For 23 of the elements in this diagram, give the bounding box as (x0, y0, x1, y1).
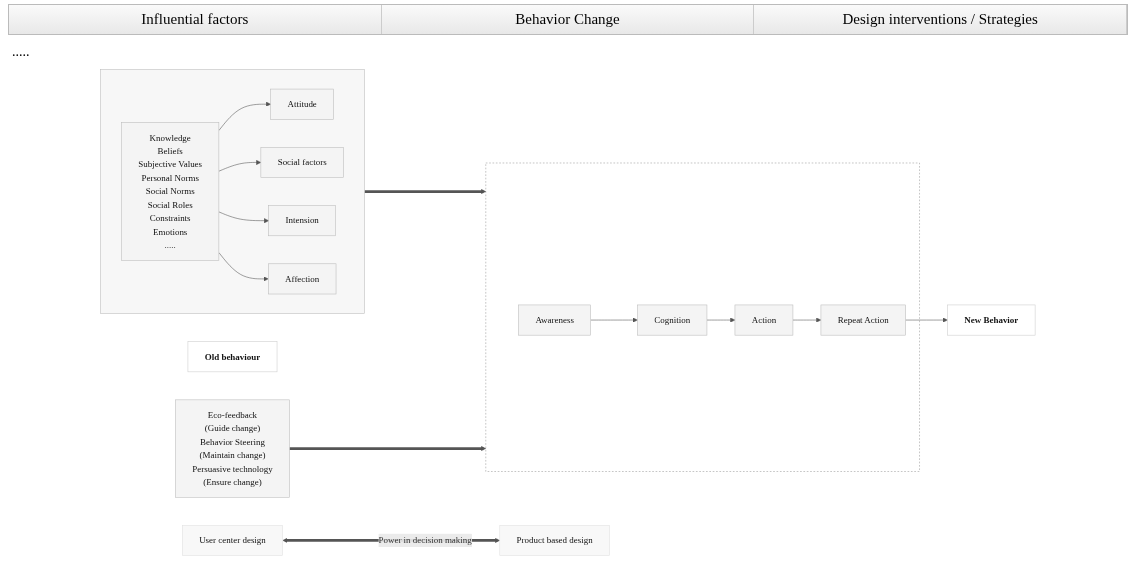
cluster (100, 68, 365, 314)
note-text: ..... (12, 44, 30, 59)
node-box: Social factors (260, 146, 344, 178)
column-header: Design interventions / Strategies (754, 5, 1127, 34)
node-box: Repeat Action (820, 304, 906, 335)
node-box: Product based design (499, 524, 610, 556)
arrow (289, 445, 487, 451)
node-box: Awareness (518, 304, 592, 335)
node-box: Affection (268, 263, 337, 294)
node-box: Eco-feedback (Guide change) Behavior Steering (Maintain change) Persuasive technology (Ensure change) (175, 399, 290, 498)
edge-label: Power in decision making (378, 534, 472, 545)
node-box: Action (734, 304, 794, 335)
node-box: User center design (182, 524, 284, 556)
node-box: Knowledge Beliefs Subjective Values Personal Norms Social Norms Social Roles Constraints Emotions ..... (121, 121, 220, 261)
node-box: New Behavior (947, 304, 1036, 335)
arrow (364, 188, 487, 194)
node-box: Intension (268, 204, 337, 236)
node-box: Cognition (637, 304, 708, 335)
column-header: Behavior Change (381, 5, 755, 34)
cluster (485, 162, 920, 472)
node-box: Old behaviour (187, 340, 278, 372)
column-header: Influential factors (9, 5, 382, 34)
node-box: Attitude (270, 88, 335, 120)
